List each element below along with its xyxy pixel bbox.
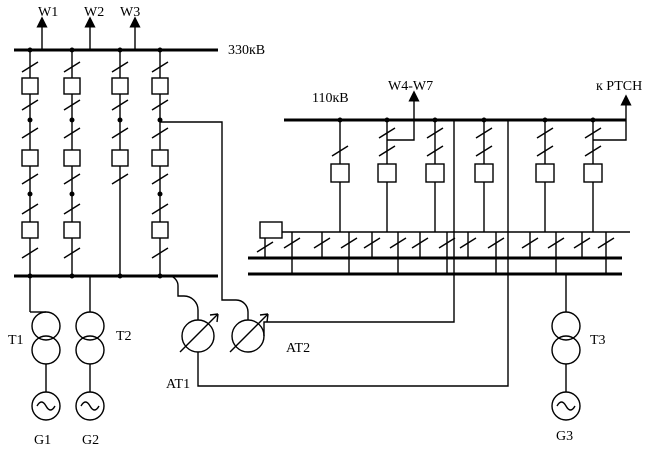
breaker-square-icon [151,149,169,167]
label-bus-110: 110кВ [312,91,349,106]
label-t3: T3 [590,333,606,348]
breaker-square-icon [111,77,129,95]
label-t1: T1 [8,333,24,348]
breaker-square-icon [63,77,81,95]
label-at2: AT2 [286,341,310,356]
breaker-square-icon [377,163,397,183]
breaker-square-icon [21,77,39,95]
disconnector-slash-icon [21,127,39,139]
disconnector-slash-icon [21,61,39,73]
bays-110 [256,117,630,274]
breaker-square-icon [111,149,129,167]
label-g1: G1 [34,433,51,448]
label-at1: AT1 [166,377,190,392]
autotransformer-icon [181,319,215,353]
bay-330-1 [21,47,39,279]
two-winding-transformer-icon [551,311,581,341]
label-w4-w7: W4-W7 [388,79,433,94]
label-rtsn: к РТСН [596,79,642,94]
unit-t3-g3 [551,274,581,421]
autotransformer-icon [231,319,265,353]
breaker-square-icon [21,149,39,167]
label-w1: W1 [38,5,58,20]
breaker-square-icon [63,221,81,239]
breaker-square-icon [63,149,81,167]
label-g2: G2 [82,433,99,448]
disconnector-slash-icon [21,173,39,185]
line-w4-w7-arrow [387,90,420,141]
disconnector-slash-icon [21,247,39,259]
label-g3: G3 [556,429,573,444]
disconnector-slash-icon [21,99,39,111]
disconnector-slash-icon [21,203,39,215]
two-winding-transformer-icon [75,311,105,341]
unit-t2-g2 [75,276,105,421]
unit-t1-g1 [29,276,61,421]
breaker-square-icon [425,163,445,183]
autotransformer-at2 [160,120,455,353]
line-rtsn-arrow [593,94,632,141]
breaker-square-icon [535,163,555,183]
bay-330-3 [111,47,129,279]
breaker-square-icon [151,221,169,239]
bay-330-4 [151,47,169,279]
label-w2: W2 [84,5,104,20]
breaker-square-icon [583,163,603,183]
breaker-square-icon [151,77,169,95]
breaker-square-icon [21,221,39,239]
breaker-square-icon [474,163,494,183]
breaker-square-icon [259,221,283,239]
label-w3: W3 [120,5,140,20]
bay-330-2 [63,47,81,279]
breaker-square-icon [330,163,350,183]
label-t2: T2 [116,329,132,344]
autotransformer-at1 [160,120,509,387]
label-bus-330: 330кВ [228,43,265,58]
